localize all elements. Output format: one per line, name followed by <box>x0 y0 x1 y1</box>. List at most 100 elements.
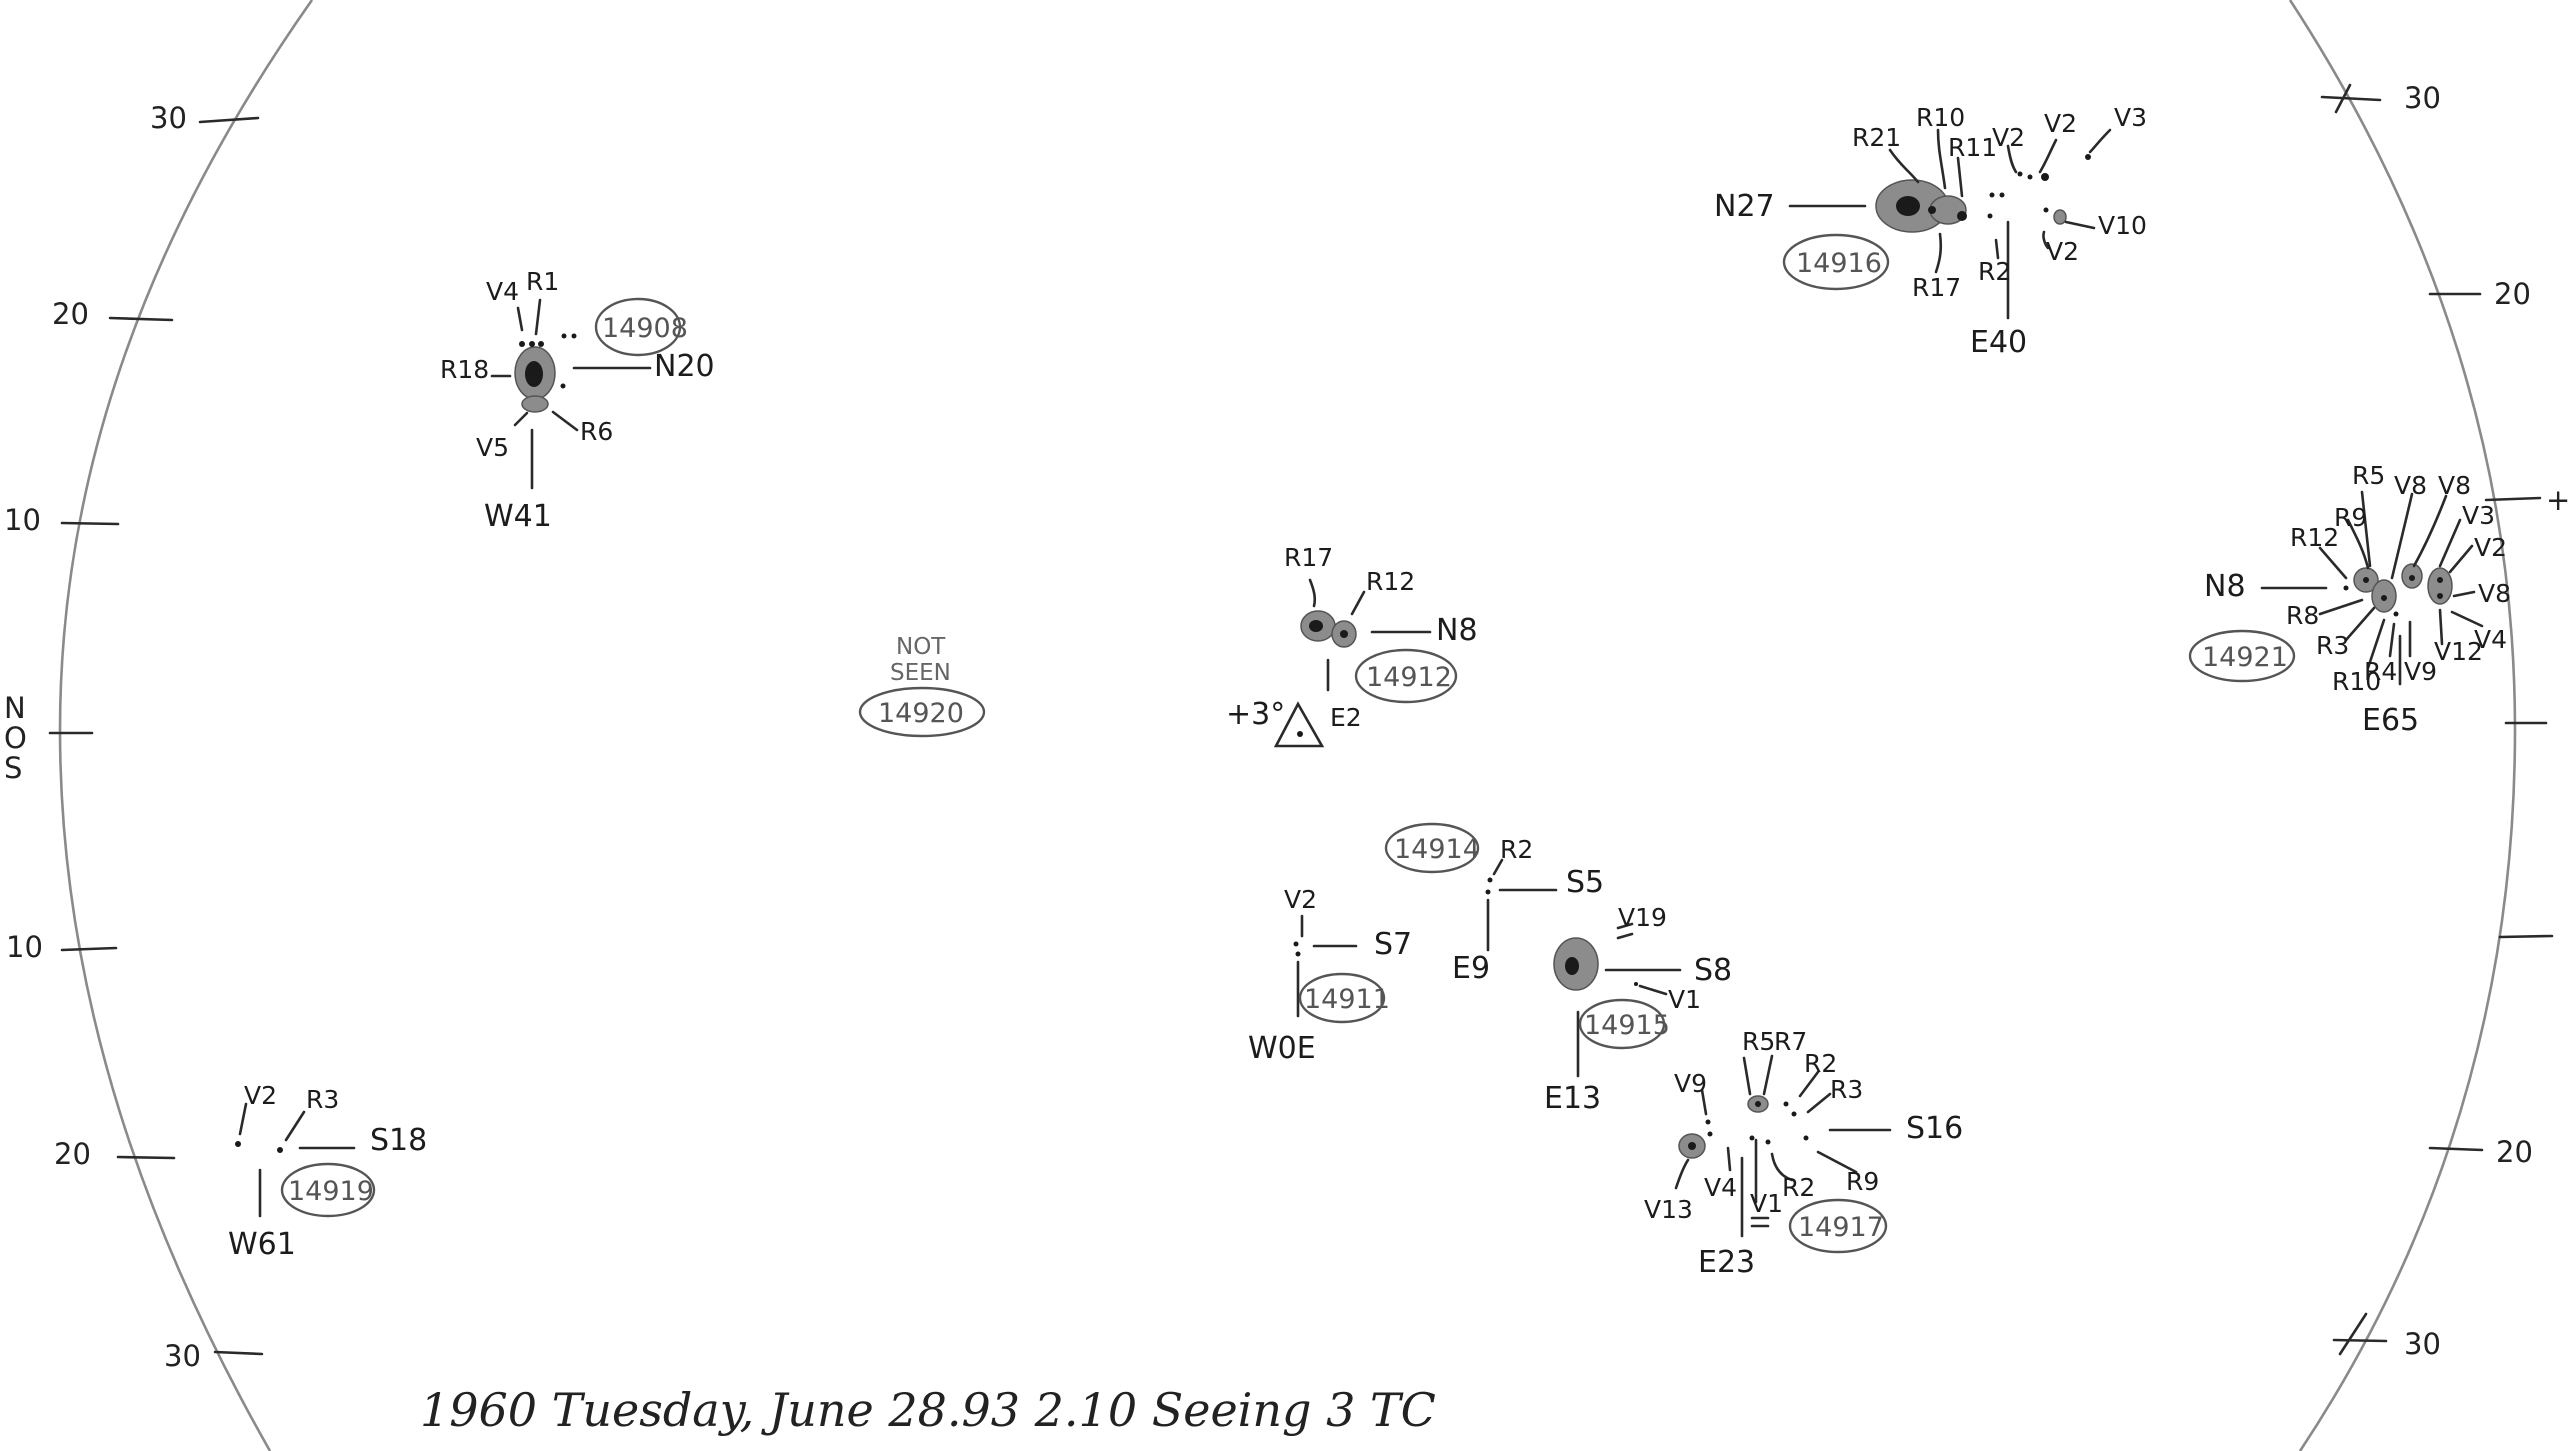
label-v2: V2 <box>2474 533 2507 562</box>
right-tick-20-south: 20 <box>2496 1135 2533 1169</box>
label-v4: V4 <box>1704 1173 1737 1202</box>
latitude-n27: N27 <box>1714 189 1775 224</box>
longitude-w0e: W0E <box>1248 1031 1316 1066</box>
label-r3: R3 <box>1830 1075 1863 1104</box>
label-v1: V1 <box>1668 985 1701 1014</box>
latitude-s5: S5 <box>1566 865 1604 900</box>
label-v19: V19 <box>1618 903 1667 932</box>
label-r17: R17 <box>1912 273 1961 302</box>
longitude-e2: E2 <box>1330 703 1362 732</box>
region-number-14912: 14912 <box>1366 662 1452 693</box>
latitude-s16: S16 <box>1906 1111 1963 1146</box>
label-r2-b: R2 <box>1782 1173 1815 1202</box>
region-14908: V4 R1 R18 R6 V5 N20 W41 14908 <box>440 267 715 534</box>
latitude-s18: S18 <box>370 1123 427 1158</box>
left-tick-10-south: 10 <box>6 930 43 964</box>
longitude-e40: E40 <box>1970 325 2027 360</box>
label-r18: R18 <box>440 355 489 384</box>
latitude-n20: N20 <box>654 349 715 384</box>
right-tick-20: 20 <box>2494 277 2531 311</box>
label-r7: R7 <box>1774 1027 1807 1056</box>
not-seen-line1: NOT <box>896 634 946 660</box>
region-number-14914: 14914 <box>1394 834 1480 865</box>
reference-triangle-label: +3° <box>1226 697 1285 732</box>
label-v4: V4 <box>2474 625 2507 654</box>
region-number-14921: 14921 <box>2202 642 2288 673</box>
label-v13: V13 <box>1644 1195 1693 1224</box>
right-tick-30: 30 <box>2404 81 2441 115</box>
label-r3: R3 <box>306 1085 339 1114</box>
label-r5: R5 <box>2352 461 2385 490</box>
label-r10: R10 <box>2332 667 2381 696</box>
label-r17: R17 <box>1284 543 1333 572</box>
region-14914: R2 S5 E9 14914 <box>1384 822 1604 986</box>
label-v3: V3 <box>2462 501 2495 530</box>
region-14921: R5 V8 V8 R9 R12 V3 V2 V8 V4 V12 V9 R4 R1… <box>2188 461 2511 738</box>
region-number-14920: 14920 <box>878 698 964 729</box>
longitude-e9: E9 <box>1452 951 1490 986</box>
label-v2: V2 <box>244 1081 277 1110</box>
latitude-n8: N8 <box>1436 613 1478 648</box>
latitude-s7: S7 <box>1374 927 1412 962</box>
label-v2-c: V2 <box>2046 237 2079 266</box>
left-tick-30: 30 <box>150 101 187 135</box>
left-tick-10: 10 <box>4 503 41 537</box>
region-number-14911: 14911 <box>1304 984 1390 1015</box>
ns-marker-n: N <box>4 691 26 725</box>
region-number-14917: 14917 <box>1798 1212 1884 1243</box>
region-14911: V2 S7 W0E 14911 <box>1248 885 1412 1066</box>
left-latitude-scale: 30 20 10 10 20 30 N O S <box>4 101 264 1373</box>
label-v9: V9 <box>1674 1069 1707 1098</box>
label-r11: R11 <box>1948 133 1997 162</box>
label-r3: R3 <box>2316 631 2349 660</box>
region-number-14919: 14919 <box>288 1176 374 1207</box>
label-r4: R4 <box>2364 657 2397 686</box>
solar-limb-right <box>2288 0 2517 1451</box>
label-v2-a: V2 <box>1992 123 2025 152</box>
right-latitude-scale: 30 20 + 20 30 <box>2320 81 2570 1361</box>
label-r1: R1 <box>526 267 559 296</box>
left-tick-20-south: 20 <box>54 1137 91 1171</box>
label-v10: V10 <box>2098 211 2147 240</box>
region-number-14915: 14915 <box>1584 1010 1670 1041</box>
region-14917: R5 R7 R2 R3 V9 R9 R2 V4 V13 V1 S16 E23 1… <box>1644 1027 1963 1280</box>
label-r2: R2 <box>1978 257 2011 286</box>
label-v2: V2 <box>1284 885 1317 914</box>
latitude-n8: N8 <box>2204 569 2246 604</box>
label-v1: V1 <box>1750 1189 1783 1218</box>
label-r2-a: R2 <box>1804 1049 1837 1078</box>
region-14919: V2 R3 S18 W61 14919 <box>228 1081 427 1262</box>
ns-marker-s: S <box>4 751 22 785</box>
region-14915: V19 V1 S8 E13 14915 <box>1544 903 1732 1116</box>
left-tick-30-south: 30 <box>164 1339 201 1373</box>
label-r12: R12 <box>2290 523 2339 552</box>
label-r9: R9 <box>2334 503 2367 532</box>
reference-triangle <box>1273 701 1325 748</box>
longitude-w61: W61 <box>228 1227 296 1262</box>
label-r6: R6 <box>580 417 613 446</box>
label-r5: R5 <box>1742 1027 1775 1056</box>
right-tick-plus: + <box>2546 483 2570 517</box>
observation-caption: 1960 Tuesday, June 28.93 2.10 Seeing 3 T… <box>420 1383 1436 1437</box>
region-14920: NOT SEEN 14920 <box>858 634 986 738</box>
label-r8: R8 <box>2286 601 2319 630</box>
region-number-14916: 14916 <box>1796 248 1882 279</box>
longitude-w41: W41 <box>484 499 552 534</box>
label-v3: V3 <box>2114 103 2147 132</box>
left-tick-20: 20 <box>52 297 89 331</box>
region-14912: R17 R12 N8 E2 14912 +3° <box>1226 543 1478 748</box>
label-v12: V12 <box>2434 637 2483 666</box>
not-seen-line2: SEEN <box>890 660 951 686</box>
region-number-14908: 14908 <box>602 313 688 344</box>
label-r2: R2 <box>1500 835 1533 864</box>
label-v4: V4 <box>486 277 519 306</box>
label-v8-c: V8 <box>2478 579 2511 608</box>
label-v5: V5 <box>476 433 509 462</box>
longitude-e23: E23 <box>1698 1245 1755 1280</box>
label-v9: V9 <box>2404 657 2437 686</box>
ns-marker-o: O <box>4 721 27 755</box>
label-r21: R21 <box>1852 123 1901 152</box>
latitude-s8: S8 <box>1694 953 1732 988</box>
label-r10: R10 <box>1916 103 1965 132</box>
